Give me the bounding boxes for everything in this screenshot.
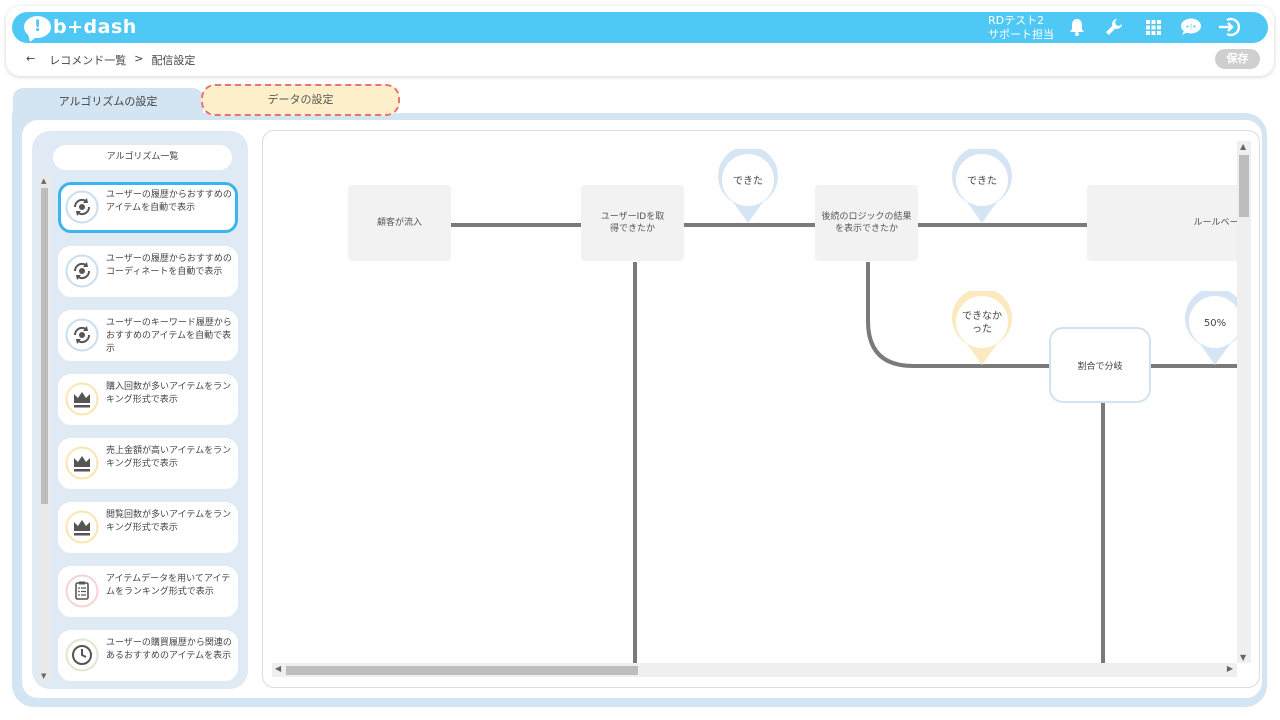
algorithm-item[interactable]: 閲覧回数が多いアイテムをランキング形式で表示 bbox=[58, 502, 238, 553]
logo-bubble-icon bbox=[24, 16, 51, 38]
algorithm-item-label: ユーザーの購買履歴から関連のあるおすすめのアイテムを表示 bbox=[106, 638, 232, 661]
flow-node-logic[interactable]: 後続のロジックの結果を表示できたか bbox=[815, 185, 918, 261]
breadcrumb: ← レコメンド一覧 > 配信設定 bbox=[26, 52, 195, 68]
crown-icon bbox=[64, 509, 100, 545]
pin-no1[interactable]: できなかった bbox=[962, 311, 1002, 335]
recycle-gear-icon bbox=[64, 189, 100, 225]
algorithm-item[interactable]: ユーザーのキーワード履歴からおすすめのアイテムを自動で表示 bbox=[58, 310, 238, 361]
pin-yes2[interactable]: できた bbox=[967, 175, 997, 187]
flow-node-visitor[interactable]: 顧客が流入 bbox=[348, 185, 451, 261]
scroll-up-icon[interactable]: ▲ bbox=[41, 177, 47, 185]
scroll-right-icon[interactable]: ▶ bbox=[1226, 664, 1233, 673]
recycle-gear-icon bbox=[64, 253, 100, 289]
pin-ratio[interactable]: 50% bbox=[1203, 317, 1227, 329]
algorithm-item-label: 購入回数が多いアイテムをランキング形式で表示 bbox=[106, 382, 232, 405]
pin-yes2-marker bbox=[952, 149, 1012, 223]
algorithm-item-label: ユーザーの履歴からおすすめのコーディネートを自動で表示 bbox=[106, 254, 232, 277]
account-name: RDテスト2 bbox=[988, 14, 1045, 27]
algorithm-item[interactable]: 売上金額が高いアイテムをランキング形式で表示 bbox=[58, 438, 238, 489]
breadcrumb-current: 配信設定 bbox=[151, 54, 196, 67]
sidebar-scroll-thumb[interactable] bbox=[41, 188, 48, 504]
algorithm-item-label: 売上金額が高いアイテムをランキング形式で表示 bbox=[106, 446, 232, 469]
back-arrow-icon[interactable]: ← bbox=[26, 52, 36, 65]
scroll-down-icon[interactable]: ▼ bbox=[41, 672, 47, 680]
algorithm-item[interactable]: ユーザーの購買履歴から関連のあるおすすめのアイテムを表示 bbox=[58, 630, 238, 681]
sidebar-scrollbar[interactable]: ▲ ▼ bbox=[39, 176, 50, 681]
flow-node-rule[interactable]: ルールベース bbox=[1087, 185, 1247, 261]
flow-canvas[interactable]: 顧客が流入 ユーザーIDを取得できたか 後続のロジックの結果を表示できたか ルー… bbox=[262, 130, 1260, 688]
recycle-gear-icon bbox=[64, 317, 100, 353]
brand-name: b+dash bbox=[53, 16, 137, 38]
scroll-down-icon[interactable]: ▼ bbox=[1240, 653, 1247, 662]
clock-icon bbox=[64, 637, 100, 673]
flow-node-userid[interactable]: ユーザーIDを取得できたか bbox=[581, 185, 684, 261]
pin-no1-marker bbox=[952, 291, 1012, 365]
top-bar bbox=[12, 12, 1268, 43]
sidebar-title: アルゴリズム一覧 bbox=[53, 145, 232, 170]
canvas-vertical-thumb[interactable] bbox=[1239, 155, 1249, 217]
chat-icon[interactable]: •!• bbox=[1180, 16, 1202, 38]
algorithm-item[interactable]: ユーザーの履歴からおすすめのアイテムを自動で表示 bbox=[58, 182, 238, 233]
algorithm-item-label: 閲覧回数が多いアイテムをランキング形式で表示 bbox=[106, 510, 232, 533]
algorithm-item-label: ユーザーの履歴からおすすめのアイテムを自動で表示 bbox=[106, 190, 232, 213]
tab-algorithm-settings[interactable]: アルゴリズムの設定 bbox=[13, 88, 203, 118]
canvas-horizontal-thumb[interactable] bbox=[286, 666, 638, 675]
canvas-horizontal-scrollbar[interactable]: ◀ ▶ bbox=[272, 663, 1237, 677]
pin-ratio-marker bbox=[1185, 291, 1245, 365]
canvas-vertical-scrollbar[interactable]: ▲ ▼ bbox=[1237, 141, 1251, 663]
wrench-icon[interactable] bbox=[1103, 16, 1125, 38]
pin-yes1-marker bbox=[718, 149, 778, 223]
clipboard-icon bbox=[64, 573, 100, 609]
scroll-left-icon[interactable]: ◀ bbox=[275, 664, 282, 673]
breadcrumb-parent[interactable]: レコメンド一覧 bbox=[49, 54, 127, 67]
pin-yes1[interactable]: できた bbox=[733, 175, 763, 187]
algorithm-item[interactable]: ユーザーの履歴からおすすめのコーディネートを自動で表示 bbox=[58, 246, 238, 297]
algorithm-item[interactable]: 購入回数が多いアイテムをランキング形式で表示 bbox=[58, 374, 238, 425]
grid-icon[interactable] bbox=[1142, 16, 1164, 38]
logout-icon[interactable] bbox=[1218, 16, 1240, 38]
svg-text:•!•: •!• bbox=[1185, 23, 1196, 31]
account-role: サポート担当 bbox=[988, 28, 1054, 41]
user-info[interactable]: RDテスト2 サポート担当 bbox=[988, 14, 1054, 42]
brand-logo[interactable]: b+dash bbox=[24, 14, 137, 40]
breadcrumb-separator: > bbox=[134, 52, 144, 65]
algorithm-item[interactable]: アイテムデータを用いてアイテムをランキング形式で表示 bbox=[58, 566, 238, 617]
algorithm-item-label: ユーザーのキーワード履歴からおすすめのアイテムを自動で表示 bbox=[106, 318, 232, 354]
crown-icon bbox=[64, 381, 100, 417]
crown-icon bbox=[64, 445, 100, 481]
bell-icon[interactable] bbox=[1066, 16, 1088, 38]
algorithm-item-label: アイテムデータを用いてアイテムをランキング形式で表示 bbox=[106, 574, 231, 597]
flow-node-split[interactable]: 割合で分岐 bbox=[1049, 327, 1151, 403]
tab-data-settings[interactable]: データの設定 bbox=[201, 84, 400, 116]
save-button[interactable]: 保存 bbox=[1215, 49, 1260, 69]
flow-connectors bbox=[451, 223, 1238, 665]
scroll-up-icon[interactable]: ▲ bbox=[1240, 142, 1247, 151]
